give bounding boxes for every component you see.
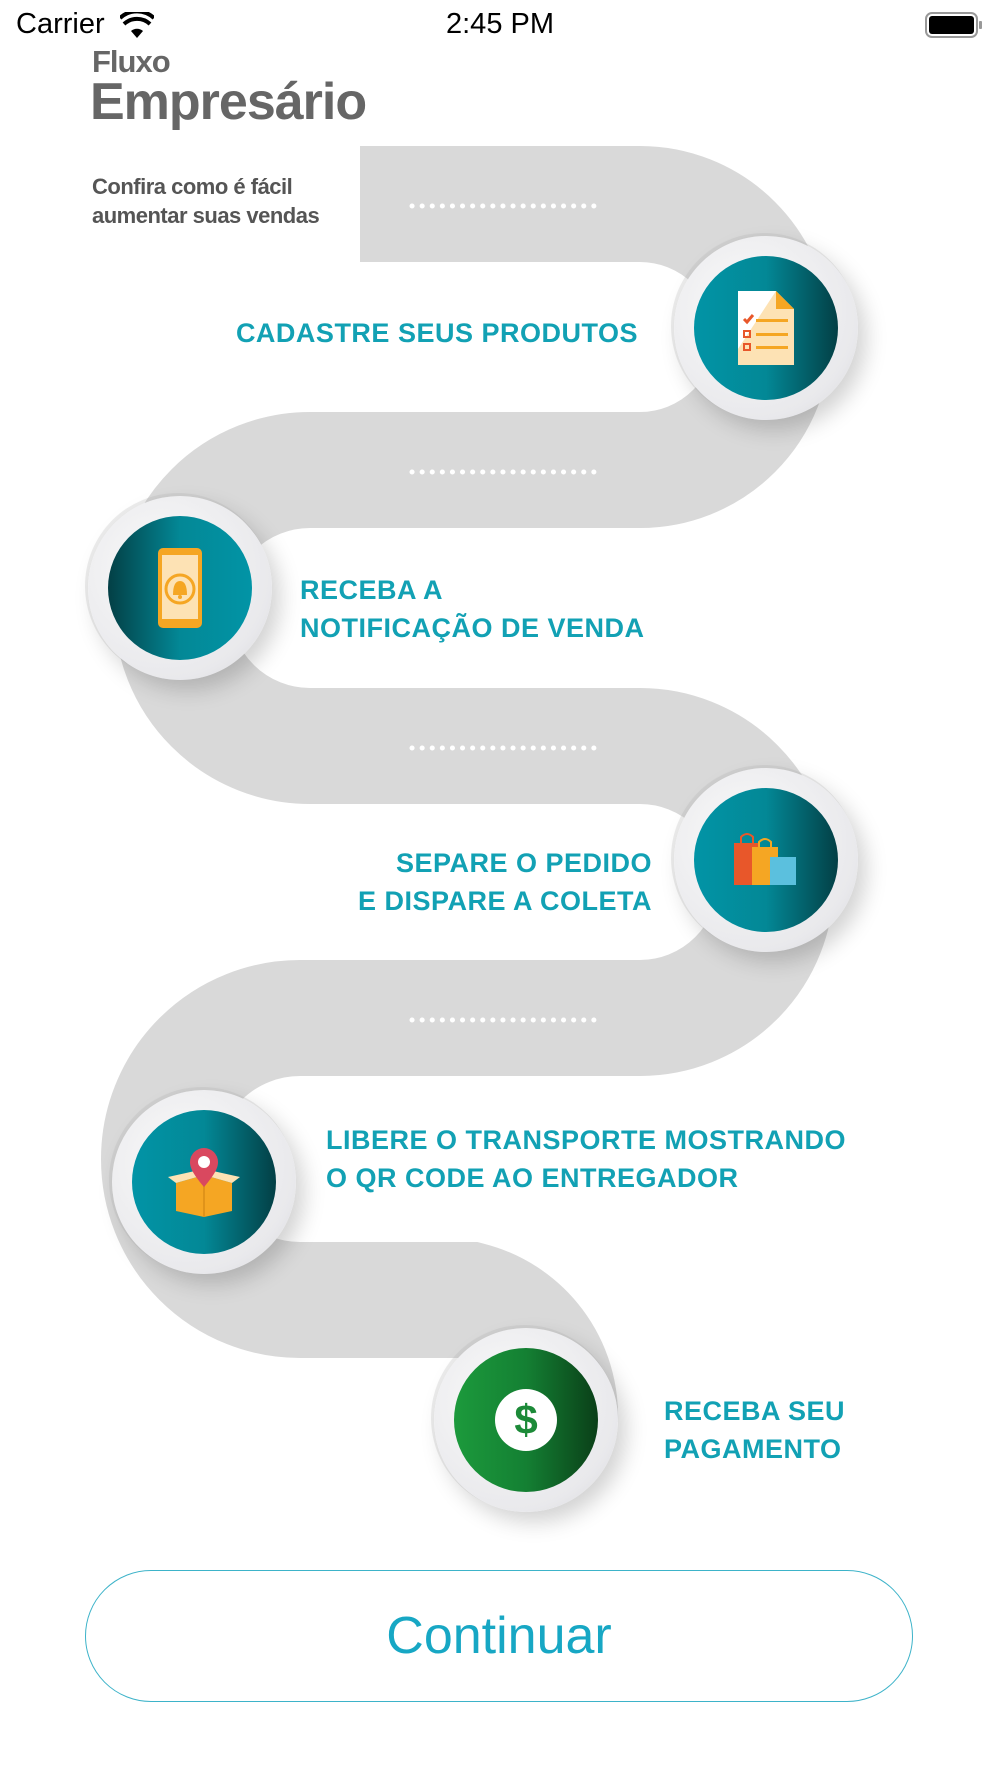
step-1-label: CADASTRE SEUS PRODUTOS: [235, 318, 638, 348]
step-5-badge: $: [434, 1328, 618, 1512]
title-line1: Fluxo: [92, 44, 171, 79]
checklist-document-icon: [738, 291, 794, 365]
subtitle-line1: Confira como é fácil: [92, 174, 293, 199]
title-line2: Empresário: [90, 73, 367, 131]
battery-icon: [925, 12, 983, 43]
subtitle: Confira como é fácil aumentar suas venda…: [92, 172, 320, 230]
step-2-line2: NOTIFICAÇÃO DE VENDA: [300, 613, 645, 643]
continue-button[interactable]: Continuar: [85, 1570, 913, 1702]
box-location-pin-icon: [168, 1148, 240, 1217]
step-4-line1: LIBERE O TRANSPORTE MOSTRANDO: [326, 1125, 847, 1155]
step-2-label: RECEBA A NOTIFICAÇÃO DE VENDA: [300, 571, 645, 647]
step-3-line1: SEPARE O PEDIDO: [395, 848, 652, 878]
shopping-bags-icon: [734, 833, 796, 885]
time-label: 2:45 PM: [446, 8, 554, 40]
dollar-icon: $: [495, 1389, 557, 1451]
wifi-icon: [118, 9, 156, 43]
step-1-badge: [674, 236, 858, 420]
step-3-badge: [674, 768, 858, 952]
step-3-label: SEPARE O PEDIDO E DISPARE A COLETA: [100, 844, 652, 920]
step-5-label: RECEBA SEU PAGAMENTO: [664, 1392, 845, 1468]
step-4-label: LIBERE O TRANSPORTE MOSTRANDO O QR CODE …: [326, 1121, 846, 1197]
step-3-line2: E DISPARE A COLETA: [357, 886, 652, 916]
step-5-line1: RECEBA SEU: [664, 1396, 846, 1426]
step-4-badge: [112, 1090, 296, 1274]
carrier-label: Carrier: [16, 8, 105, 40]
svg-text:$: $: [514, 1396, 537, 1443]
step-4-line2: O QR CODE AO ENTREGADOR: [326, 1163, 739, 1193]
subtitle-line2: aumentar suas vendas: [92, 203, 320, 228]
phone-notification-bell-icon: [158, 548, 202, 628]
road-path: [101, 146, 834, 1422]
step-5-line2: PAGAMENTO: [664, 1434, 842, 1464]
step-2-line1: RECEBA A: [300, 575, 444, 605]
step-2-badge: [88, 496, 272, 680]
